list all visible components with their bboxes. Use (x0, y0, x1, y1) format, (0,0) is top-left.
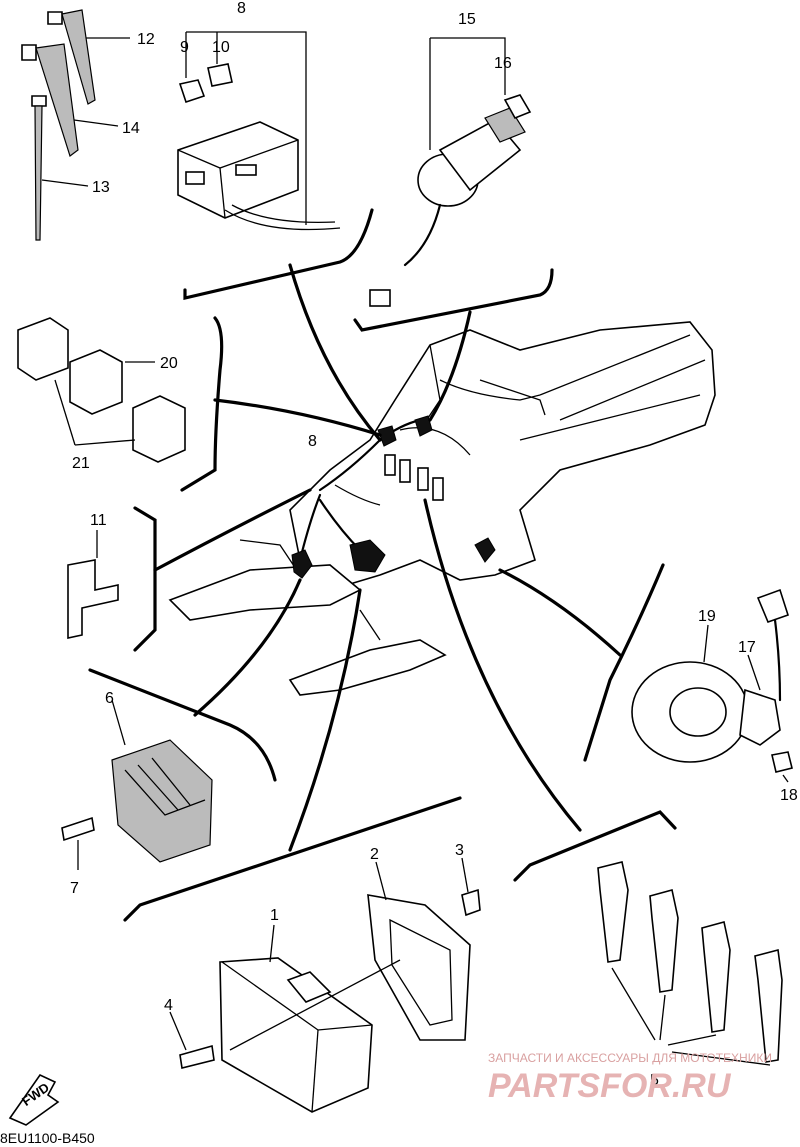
callout-4: 4 (164, 997, 173, 1014)
bracket-11 (67, 530, 119, 639)
fuse-box (177, 31, 341, 231)
callout-17: 17 (738, 639, 756, 656)
callout-2: 2 (370, 846, 379, 863)
callout-labels: 12 14 13 8 9 10 15 16 20 21 8 11 6 7 19 … (70, 0, 798, 1089)
callout-10: 10 (212, 39, 230, 56)
callout-12: 12 (137, 31, 155, 48)
rectifier-regulator (61, 699, 213, 870)
ecu-group (169, 857, 481, 1113)
relay-group (17, 317, 186, 463)
callout-8-top: 8 (237, 0, 246, 17)
callout-14: 14 (122, 120, 140, 137)
fwd-arrow-icon: FWD (8, 1073, 60, 1126)
callout-1: 1 (270, 907, 279, 924)
callout-8-mid: 8 (308, 433, 317, 450)
callout-19: 19 (698, 608, 716, 625)
watermark: ЗАПЧАСТИ И АКСЕССУАРЫ ДЛЯ МОТОТЕХНИКИ PA… (488, 1051, 772, 1105)
leader-lines (153, 263, 622, 852)
callout-16: 16 (494, 55, 512, 72)
callout-18: 18 (780, 787, 798, 804)
cable-tie-group (21, 9, 130, 241)
main-switch (369, 37, 532, 307)
drawing-code: 8EU1100-B450 (0, 1130, 95, 1146)
crank-sensor-group (631, 588, 793, 783)
snowmobile-body (168, 321, 716, 696)
callout-5: 5 (650, 1072, 659, 1089)
ignition-coils (597, 861, 783, 1066)
callout-7: 7 (70, 880, 79, 897)
callout-15: 15 (458, 11, 476, 28)
callout-6: 6 (105, 690, 114, 707)
watermark-tagline: ЗАПЧАСТИ И АКСЕССУАРЫ ДЛЯ МОТОТЕХНИКИ (488, 1051, 772, 1065)
callout-11: 11 (90, 512, 107, 529)
group-brackets (88, 208, 677, 922)
callout-3: 3 (455, 842, 464, 859)
callout-20: 20 (160, 355, 178, 372)
callout-9: 9 (180, 39, 189, 56)
watermark-brand: PARTSFOR.RU (488, 1067, 732, 1105)
callout-21: 21 (72, 455, 90, 472)
callout-13: 13 (92, 179, 110, 196)
